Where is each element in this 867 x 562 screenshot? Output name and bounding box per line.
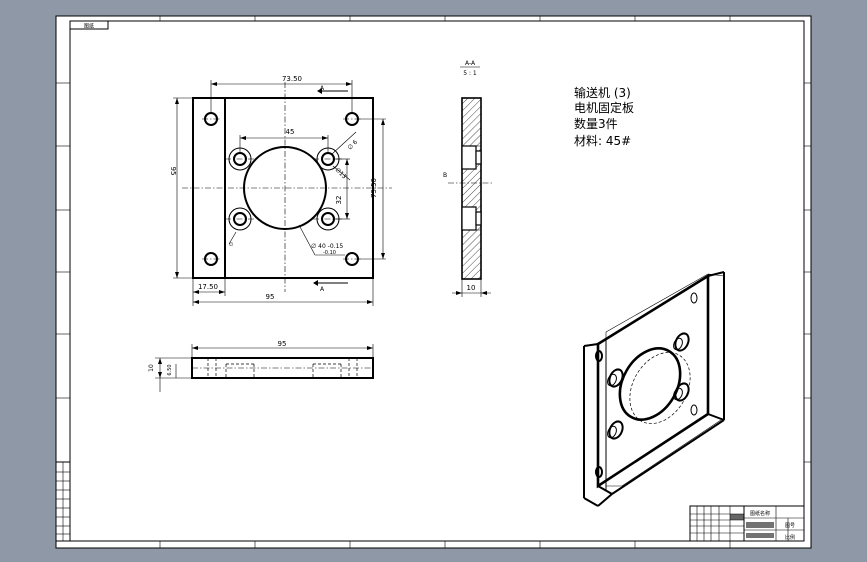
dimension-bottom: 95 17.50	[192, 278, 374, 306]
center-bore	[243, 146, 327, 230]
dim-right-tall-text: 73.50	[370, 178, 378, 198]
bottom-view-inner-text: 6.50	[167, 364, 173, 375]
bottom-view-length-dim: 95	[191, 340, 374, 358]
dim-left-text: 95	[169, 167, 177, 176]
section-cut-marks: A A	[313, 85, 348, 293]
dim-bottom-left-text: 17.50	[198, 283, 218, 291]
counterbored-holes	[225, 147, 343, 231]
counterbore-note-1: ∅ 40 -0.15	[311, 243, 343, 250]
dimension-right-short: 32	[335, 158, 350, 220]
drawing-sheet: 图纸	[55, 15, 812, 549]
dimension-inner: 45	[239, 128, 329, 152]
dim-right-short-text: 32	[335, 196, 343, 205]
dim-inner-text: 45	[286, 128, 295, 136]
bottom-view-height-text: 10	[148, 364, 155, 372]
bottom-view-height-dim: 10 6.50	[148, 357, 192, 392]
front-view: A A 73.50 45	[169, 75, 392, 306]
section-title: A-A	[465, 60, 476, 67]
dimension-top: 73.50	[210, 75, 353, 112]
section-thickness-text: 10	[467, 284, 476, 292]
section-body	[461, 97, 482, 280]
cut-label-top: A	[320, 85, 325, 92]
note-line-2: 电机固定板	[574, 100, 634, 115]
isometric-view	[583, 271, 725, 507]
section-cut-label: B	[443, 172, 447, 179]
bottom-view-length-text: 95	[278, 340, 287, 348]
bottom-view-hidden-lines	[207, 358, 358, 378]
note-line-4: 材料: 45#	[574, 134, 631, 148]
title-block: 图纸名称 图号 比例	[689, 505, 805, 542]
dimension-right-tall: 73.50	[358, 118, 386, 260]
note-line-3: 数量3件	[574, 116, 618, 131]
iso-counterbored-holes	[607, 332, 690, 440]
cut-label-bottom: A	[320, 286, 325, 293]
title-block-ref-2: 比例	[785, 534, 795, 541]
border-zone-ticks	[56, 16, 811, 548]
hole-note-left: ∅	[229, 242, 233, 248]
note-line-1: 输送机 (3)	[574, 85, 631, 100]
iso-corner-holes	[595, 292, 698, 478]
bottom-view: 95 10 6.50	[148, 340, 374, 392]
revision-strip	[55, 461, 71, 542]
title-block-ref-1: 图号	[785, 523, 795, 529]
section-scale: 5 : 1	[463, 70, 477, 77]
plate-outline	[192, 97, 374, 279]
dimension-left: 95	[169, 97, 193, 279]
corner-label-box: 图纸	[69, 20, 109, 30]
section-bores	[461, 145, 482, 231]
section-thickness-dim: 10	[452, 279, 491, 297]
title-block-name: 图纸名称	[750, 510, 770, 517]
section-view: A-A 5 : 1 B 10	[443, 60, 494, 297]
dim-top-text: 73.50	[282, 75, 302, 83]
dim-bottom-total-text: 95	[266, 293, 275, 301]
counterbore-note-2: -0.10	[323, 250, 336, 256]
corner-label: 图纸	[84, 23, 94, 30]
notes-block: 输送机 (3) 电机固定板 数量3件 材料: 45#	[574, 85, 634, 148]
